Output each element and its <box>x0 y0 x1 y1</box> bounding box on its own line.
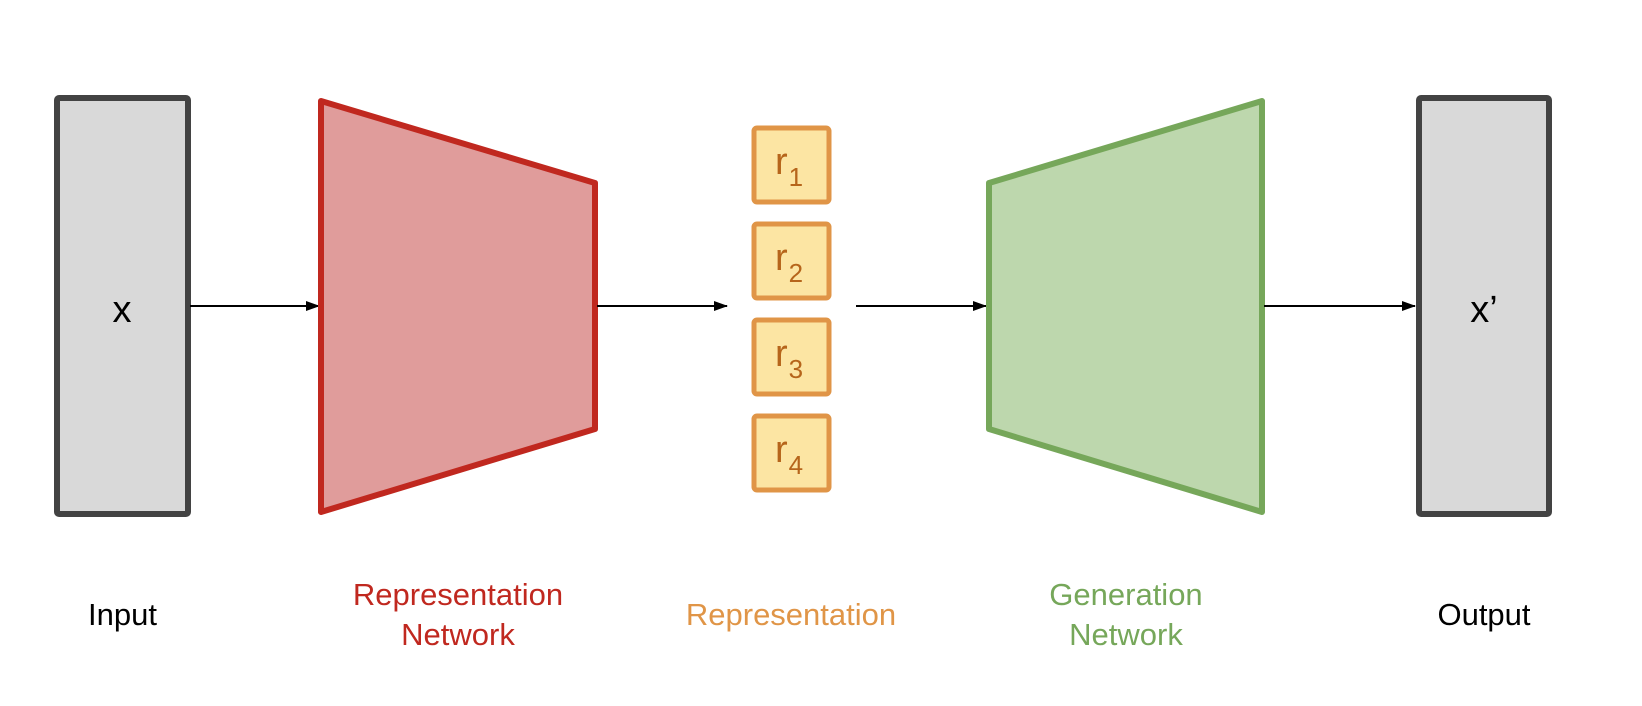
representation-unit-box <box>751 317 832 397</box>
representation-unit-box <box>751 125 832 205</box>
input-box <box>54 95 191 517</box>
unit-subscript: 1 <box>789 162 803 192</box>
representation-network-label-line1: Representation <box>352 577 564 612</box>
output-block: x’ <box>1416 95 1552 517</box>
representation-unit-label: r2 <box>775 237 803 288</box>
output-label-text: Output <box>1437 597 1531 632</box>
representation-unit-box <box>751 221 832 301</box>
representation-label: Representation <box>641 595 941 635</box>
unit-base: r <box>775 141 788 183</box>
input-symbol: x <box>113 289 132 331</box>
input-label: Input <box>57 595 188 635</box>
unit-base: r <box>775 237 788 279</box>
representation-unit-label: r4 <box>775 429 803 480</box>
representation-unit-box <box>751 413 832 493</box>
unit-subscript: 2 <box>789 258 803 288</box>
generation-network-label-line1: Generation <box>1049 577 1203 612</box>
unit-subscript: 4 <box>789 450 803 480</box>
representation-unit: r2 <box>751 221 832 301</box>
output-label: Output <box>1419 595 1549 635</box>
representation-units: r1 r2 r3 r4 <box>751 125 832 493</box>
input-label-text: Input <box>88 597 157 632</box>
representation-label-text: Representation <box>685 597 897 632</box>
generation-network-label: Generation Network <box>976 575 1276 655</box>
unit-base: r <box>775 429 788 471</box>
output-box <box>1416 95 1552 517</box>
generation-network-label-line2: Network <box>1069 617 1183 652</box>
representation-unit: r1 <box>751 125 832 205</box>
representation-unit: r4 <box>751 413 832 493</box>
input-block: x <box>54 95 191 517</box>
representation-network-label-line2: Network <box>401 617 515 652</box>
representation-unit-label: r1 <box>775 141 803 192</box>
representation-network-label: Representation Network <box>308 575 608 655</box>
representation-unit-label: r3 <box>775 333 803 384</box>
unit-base: r <box>775 333 788 375</box>
representation-network-shape <box>318 98 598 515</box>
unit-subscript: 3 <box>789 354 803 384</box>
output-symbol: x’ <box>1470 289 1497 331</box>
representation-unit: r3 <box>751 317 832 397</box>
generation-network-shape <box>986 98 1265 515</box>
